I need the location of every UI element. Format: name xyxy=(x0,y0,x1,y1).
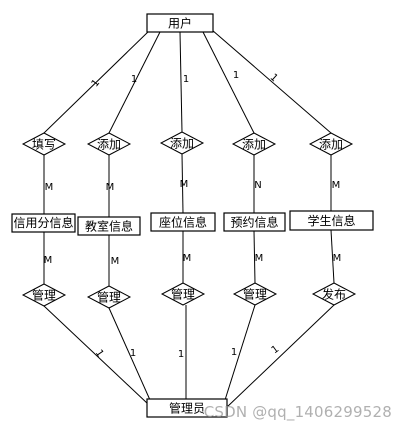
entity-label: 学生信息 xyxy=(307,213,355,228)
entity-box xyxy=(223,212,286,232)
cardinality: 1 xyxy=(231,347,237,358)
cardinality: 1 xyxy=(130,348,136,359)
relationship-diamond xyxy=(21,283,67,307)
relationship-diamond xyxy=(86,132,132,156)
cardinality: M xyxy=(106,182,115,193)
cardinality: 1 xyxy=(268,72,280,84)
cardinality: M xyxy=(111,256,120,267)
connector-line xyxy=(108,307,151,401)
column-1: 填写 信用分信息 管理 1 M M 1 xyxy=(11,78,106,359)
bottom-relationship-label: 管理 xyxy=(97,290,121,305)
entity-box xyxy=(77,216,141,236)
top-relationship-label: 添加 xyxy=(170,137,194,151)
cardinality: 1 xyxy=(131,74,137,85)
top-relationship-label: 添加 xyxy=(97,138,121,152)
connector-line xyxy=(225,304,335,409)
relationship-diamond xyxy=(21,132,67,156)
cardinality: 1 xyxy=(178,349,184,360)
connector-line xyxy=(43,29,151,134)
entity-box xyxy=(11,213,76,233)
cardinality: M xyxy=(45,182,54,193)
edges xyxy=(43,29,335,409)
cardinality: M xyxy=(183,253,192,264)
relationship-diamond xyxy=(232,282,278,306)
connector-line xyxy=(330,229,335,284)
cardinality: 1 xyxy=(233,70,239,81)
relationship-diamond xyxy=(308,132,354,156)
cardinality: N xyxy=(254,180,261,191)
connector-line xyxy=(253,230,256,284)
watermark: CSDN @qq_1406299528 xyxy=(203,403,392,421)
entity-label: 信用分信息 xyxy=(13,215,73,230)
column-5: 添加 学生信息 发布 1 M M 1 xyxy=(268,72,374,357)
bottom-relationship-label: 管理 xyxy=(243,287,267,302)
entity-bottom-label: 管理员 xyxy=(169,401,205,416)
cardinality: 1 xyxy=(93,348,106,359)
bottom-relationship-label: 管理 xyxy=(171,287,195,302)
entity-box xyxy=(289,210,374,231)
relationship-diamond xyxy=(159,131,205,155)
relationship-diamond xyxy=(311,282,357,306)
connector-line xyxy=(211,29,332,134)
connector-line xyxy=(202,31,255,134)
entity-label: 教室信息 xyxy=(85,219,133,234)
cardinality: M xyxy=(180,179,189,190)
cardinality: M xyxy=(332,180,341,191)
entity-top: 用户 xyxy=(146,13,214,33)
top-relationship-label: 添加 xyxy=(319,138,343,152)
entity-top-label: 用户 xyxy=(168,16,192,31)
relationship-diamond xyxy=(160,282,206,306)
cardinality: M xyxy=(255,253,264,264)
bottom-relationship-label: 管理 xyxy=(32,288,56,303)
column-3: 添加 座位信息 管理 1 M M 1 xyxy=(150,74,216,360)
connector-line xyxy=(43,305,149,405)
entity-box xyxy=(150,212,216,232)
cardinality: M xyxy=(44,255,53,266)
column-4: 添加 预约信息 管理 1 N M 1 xyxy=(223,70,286,358)
entity-bottom: 管理员 xyxy=(146,398,228,418)
connector-line xyxy=(179,31,183,133)
connector-line xyxy=(224,304,256,401)
cardinality: 1 xyxy=(183,74,189,85)
connector-line xyxy=(108,31,161,134)
entity-label: 预约信息 xyxy=(230,215,278,230)
relationship-diamond xyxy=(86,285,132,309)
bottom-relationship-label: 发布 xyxy=(322,287,346,302)
top-relationship-label: 填写 xyxy=(32,138,56,152)
column-2: 添加 教室信息 管理 1 M M 1 xyxy=(77,74,141,359)
entity-label: 座位信息 xyxy=(159,215,207,230)
cardinality: 1 xyxy=(270,344,282,357)
connector-line xyxy=(181,153,184,214)
top-relationship-label: 添加 xyxy=(242,138,266,152)
cardinality: 1 xyxy=(90,78,103,90)
relationship-diamond xyxy=(231,132,277,156)
cardinality: M xyxy=(333,253,342,264)
